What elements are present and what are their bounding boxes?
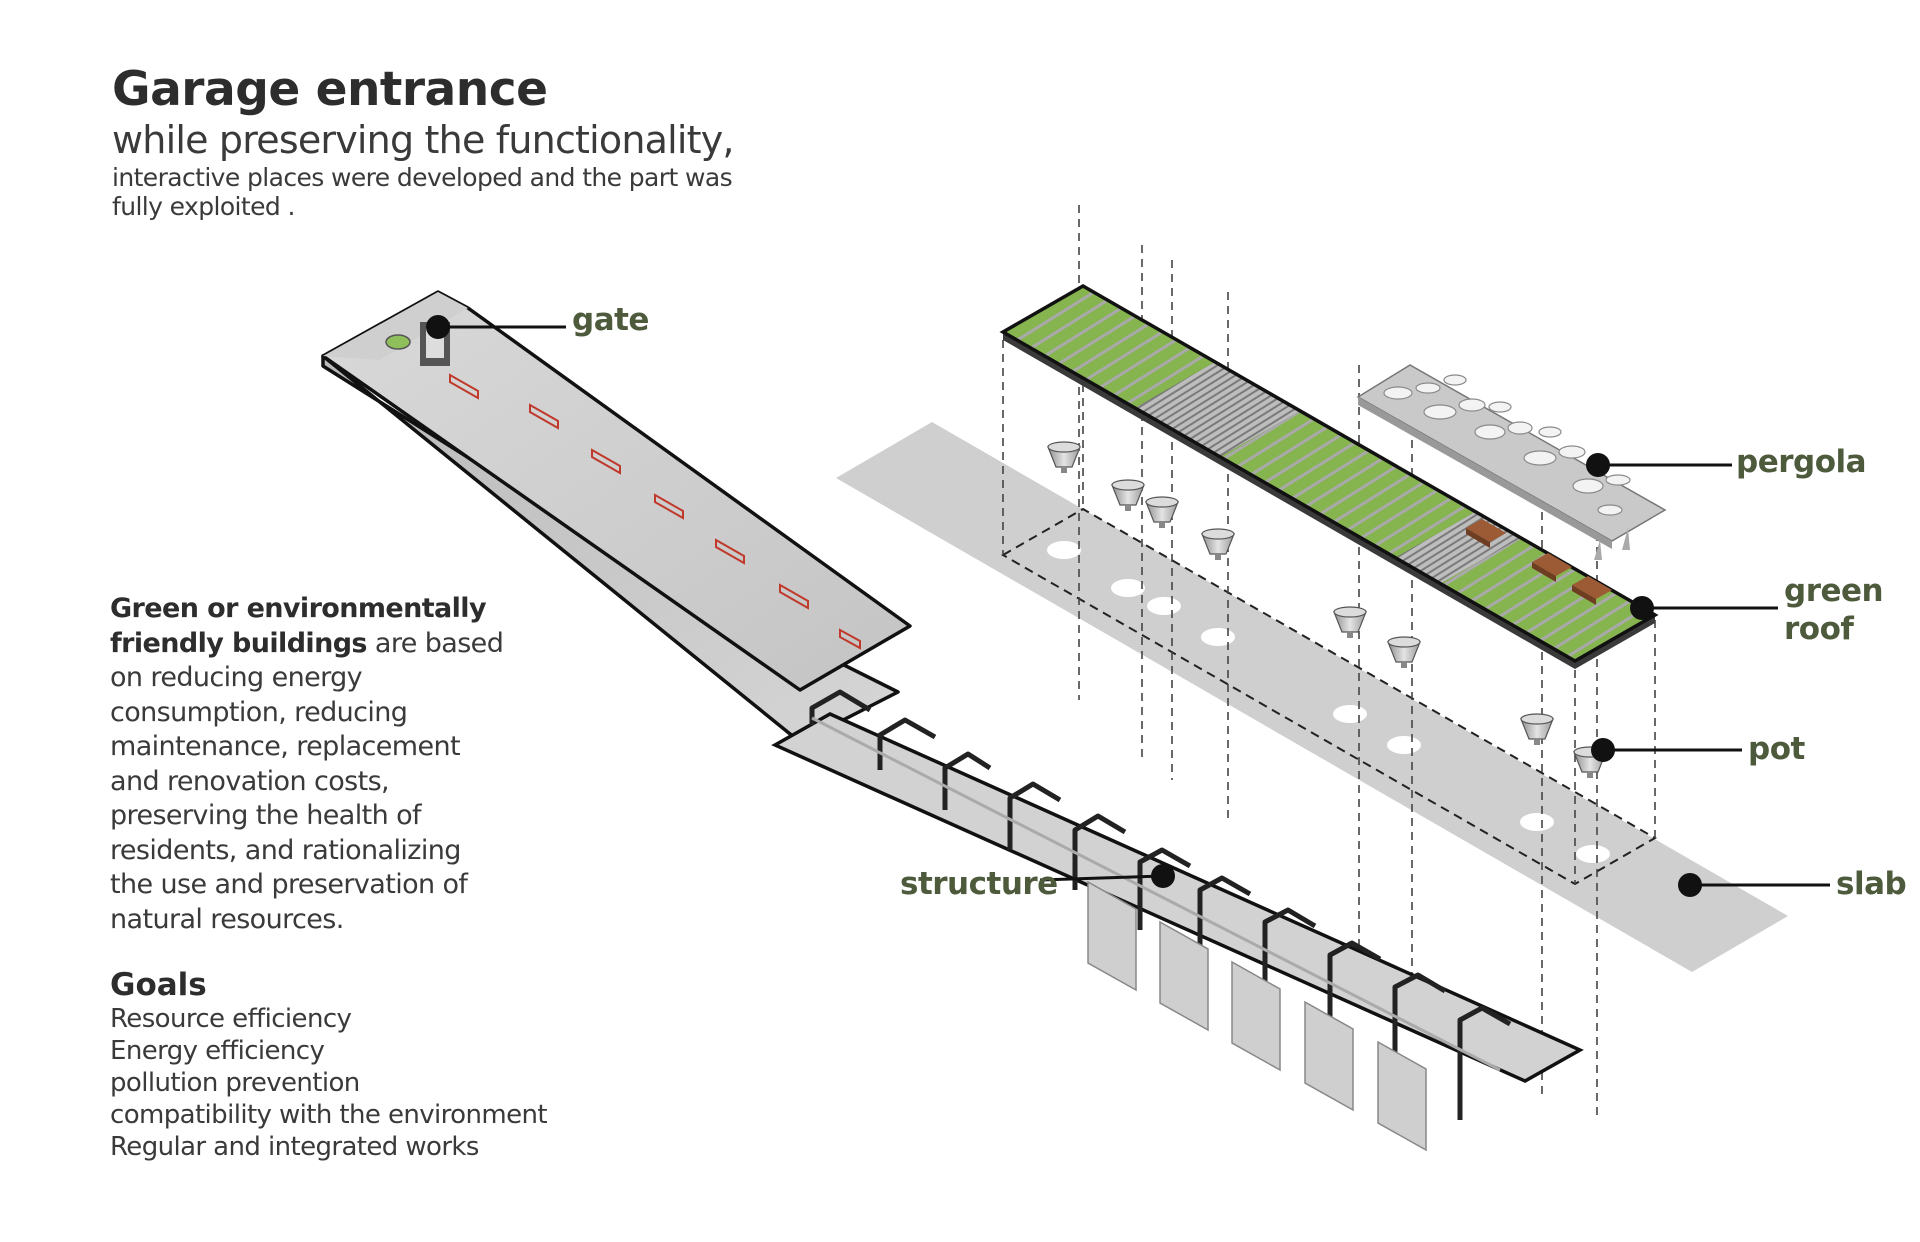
slab-hole <box>1111 579 1145 597</box>
ramp <box>321 290 912 744</box>
pot <box>1201 528 1235 560</box>
goal-item: pollution prevention <box>110 1068 360 1098</box>
pot <box>1387 636 1421 668</box>
slab-hole <box>1387 736 1421 754</box>
slab-hole <box>1520 813 1554 831</box>
pot <box>1333 606 1367 638</box>
paragraph-text: are based on reducing energy consumption… <box>110 627 504 935</box>
leader-dot-gate <box>426 315 450 339</box>
goal-item: Resource efficiency <box>110 1004 352 1034</box>
page-title: Garage entrance <box>112 62 548 117</box>
label-green-roof: green roof <box>1784 572 1884 648</box>
roof-segment-deck <box>1135 362 1300 457</box>
leader-dot-structure <box>1151 864 1175 888</box>
label-slab: slab <box>1836 866 1907 902</box>
goal-item: Energy efficiency <box>110 1036 325 1066</box>
bold-lead-1: Green or environmentally <box>110 593 487 624</box>
leader-dot-green-roof <box>1630 596 1654 620</box>
label-pot: pot <box>1748 731 1805 767</box>
goal-item: Regular and integrated works <box>110 1132 479 1162</box>
pot <box>1145 496 1179 528</box>
roof-segment-grass <box>1003 286 1215 408</box>
slab-hole <box>1047 541 1081 559</box>
leader-lines <box>426 315 1830 897</box>
leader-dot-pergola <box>1586 453 1610 477</box>
benches <box>1466 519 1612 605</box>
description-line-1: interactive places were developed and th… <box>112 163 733 192</box>
slab-surface <box>836 422 1788 972</box>
slab-hole <box>1333 705 1367 723</box>
leader-dot-slab <box>1678 873 1702 897</box>
pergola <box>1356 364 1667 560</box>
pot <box>1111 479 1145 511</box>
label-pergola: pergola <box>1736 444 1867 480</box>
pot <box>1520 713 1554 745</box>
label-structure: structure <box>900 866 1058 902</box>
label-green-roof-line-1: green <box>1784 573 1884 609</box>
slab-hole <box>1576 845 1610 863</box>
green-building-paragraph: Green or environmentally friendly buildi… <box>110 592 510 937</box>
goal-item: compatibility with the environment <box>110 1100 548 1130</box>
leader-dot-pot <box>1591 738 1615 762</box>
structure <box>771 689 1584 1152</box>
goals-heading: Goals <box>110 967 207 1003</box>
roof-segment-grass <box>1440 538 1655 661</box>
page-description: interactive places were developed and th… <box>112 163 752 221</box>
slab-hole <box>1201 628 1235 646</box>
bold-lead-2: friendly buildings <box>110 627 368 659</box>
slab <box>836 422 1788 972</box>
green-roof <box>999 283 1659 669</box>
page-subtitle: while preserving the functionality, <box>112 118 735 162</box>
description-line-2: fully exploited . <box>112 192 295 221</box>
leader-line-structure <box>1039 874 1164 882</box>
ramp-barriers <box>449 373 861 650</box>
label-gate: gate <box>572 302 649 338</box>
slab-hole <box>1147 597 1181 615</box>
roof-segment-grass <box>1220 411 1475 558</box>
pot <box>1047 441 1081 473</box>
structure-panels <box>1087 880 1427 1152</box>
label-green-roof-line-2: roof <box>1784 611 1854 647</box>
